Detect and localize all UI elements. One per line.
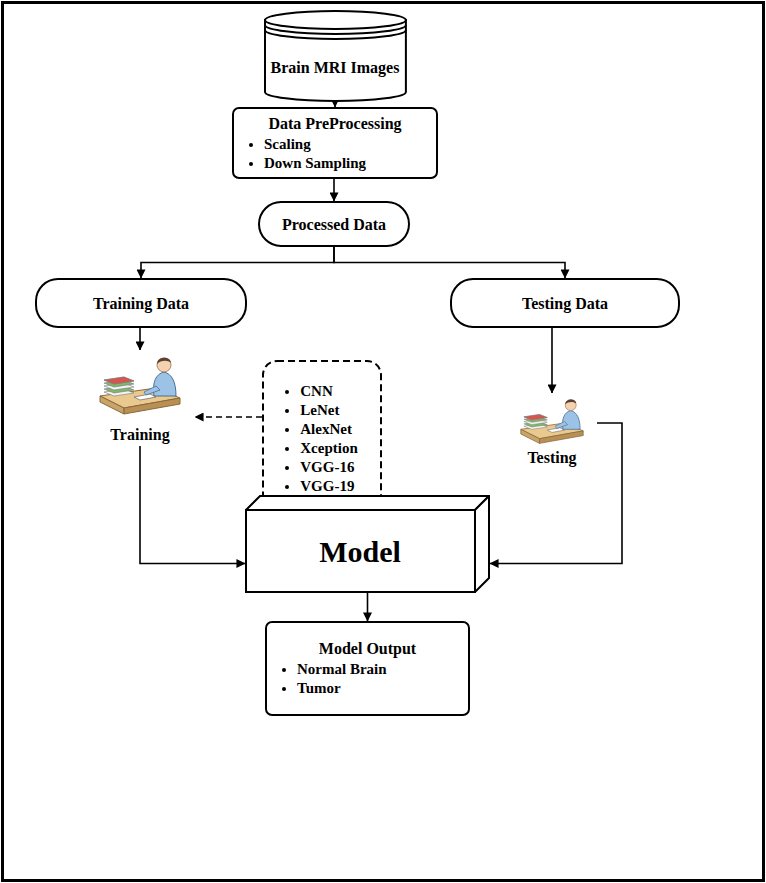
paper-sheet — [547, 428, 564, 433]
paper-stack — [524, 415, 547, 420]
cylinder-body — [265, 19, 406, 101]
person-hair — [565, 400, 576, 405]
paper-stack — [104, 377, 134, 384]
node-heading: Processed Data — [282, 215, 386, 234]
flow-arrow — [139, 328, 141, 350]
data-box: Processed Data — [258, 201, 410, 247]
person-arm — [144, 386, 160, 395]
rounded-outline — [259, 202, 409, 246]
paper-stack — [104, 377, 134, 384]
cube-front — [246, 510, 475, 592]
model-box: Model — [245, 495, 490, 593]
person-arm — [555, 422, 567, 429]
person-body — [563, 411, 581, 430]
desk-worker-icon — [521, 400, 583, 444]
node-heading: Training Data — [93, 294, 189, 313]
dashed-arrow — [195, 416, 262, 418]
node-content: Training — [110, 425, 169, 444]
model-list-box: CNNLeNetAlexNetXceptionVGG-16VGG-19 — [262, 360, 382, 516]
bullet-item: AlexNet — [300, 420, 358, 439]
bullet-item: Xception — [300, 439, 358, 458]
node-content: Brain MRI Images — [271, 58, 400, 77]
node-heading: Testing — [527, 448, 576, 467]
bullet-item: VGG-16 — [300, 458, 358, 477]
node-content: Testing — [527, 448, 576, 467]
node-heading: Training — [110, 425, 169, 444]
node-content: Training Data — [93, 294, 189, 313]
person-head — [157, 358, 171, 372]
frame-border — [3, 3, 764, 881]
bullet-item: Scaling — [264, 135, 428, 154]
person-head — [565, 400, 576, 411]
paper-stack — [524, 415, 547, 420]
node-heading: Model — [319, 535, 401, 569]
node-content: Testing Data — [522, 294, 608, 313]
node-content: Model OutputNormal BrainTumor — [275, 639, 460, 698]
flow-arrow — [141, 247, 334, 278]
box-outline — [266, 622, 469, 715]
database-cylinder: Brain MRI Images — [263, 10, 408, 102]
bullet-list: ScalingDown Sampling — [242, 135, 428, 173]
bullet-item: CNN — [300, 382, 358, 401]
process-box: Data PreProcessingScalingDown Sampling — [232, 107, 438, 179]
data-box: Training Data — [35, 278, 247, 328]
bullet-list: CNNLeNetAlexNetXceptionVGG-16VGG-19 — [278, 382, 358, 496]
flow-arrow — [334, 247, 565, 278]
node-content: CNNLeNetAlexNetXceptionVGG-16VGG-19 — [278, 380, 358, 496]
node-heading: Data PreProcessing — [242, 114, 428, 133]
output-box: Model OutputNormal BrainTumor — [265, 621, 470, 716]
data-box: Testing Data — [450, 278, 680, 328]
node-outline — [263, 10, 408, 102]
node-content: Model — [319, 535, 401, 569]
bullet-item: Down Sampling — [264, 154, 428, 173]
bullet-item: Tumor — [297, 679, 460, 698]
flow-arrow — [367, 593, 369, 621]
bullet-item: VGG-19 — [300, 477, 358, 496]
box-outline — [233, 108, 437, 178]
flow-arrow — [333, 179, 335, 201]
desk-worker-icon — [100, 358, 180, 414]
desk-side — [521, 429, 540, 443]
desk-front — [124, 398, 180, 414]
bullet-list: Normal BrainTumor — [275, 660, 460, 698]
flow-arrow — [551, 328, 553, 393]
node-content: Data PreProcessingScalingDown Sampling — [242, 114, 428, 173]
desk-side — [100, 396, 124, 414]
paper-sheet — [134, 394, 156, 400]
cube-top — [246, 496, 489, 510]
cylinder-top — [265, 11, 406, 29]
node-heading: Model Output — [275, 639, 460, 658]
node-heading: Brain MRI Images — [271, 58, 400, 77]
testing-icon-node: Testing — [507, 393, 597, 469]
node-heading: Testing Data — [522, 294, 608, 313]
flow-arrow — [334, 102, 336, 107]
rounded-outline — [36, 279, 246, 327]
node-content: Processed Data — [282, 215, 386, 234]
cylinder-ring — [265, 25, 406, 34]
bullet-item: LeNet — [300, 401, 358, 420]
training-icon-node: Training — [85, 350, 195, 446]
flow-arrow — [490, 423, 622, 564]
cylinder-ring — [265, 30, 406, 39]
dashed-outline — [263, 361, 381, 515]
flow-arrow — [140, 446, 245, 564]
person-body — [153, 372, 176, 396]
cube-side — [475, 496, 489, 592]
desk-front — [540, 431, 584, 443]
person-hair — [157, 358, 171, 364]
rounded-outline — [451, 279, 679, 327]
bullet-item: Normal Brain — [297, 660, 460, 679]
